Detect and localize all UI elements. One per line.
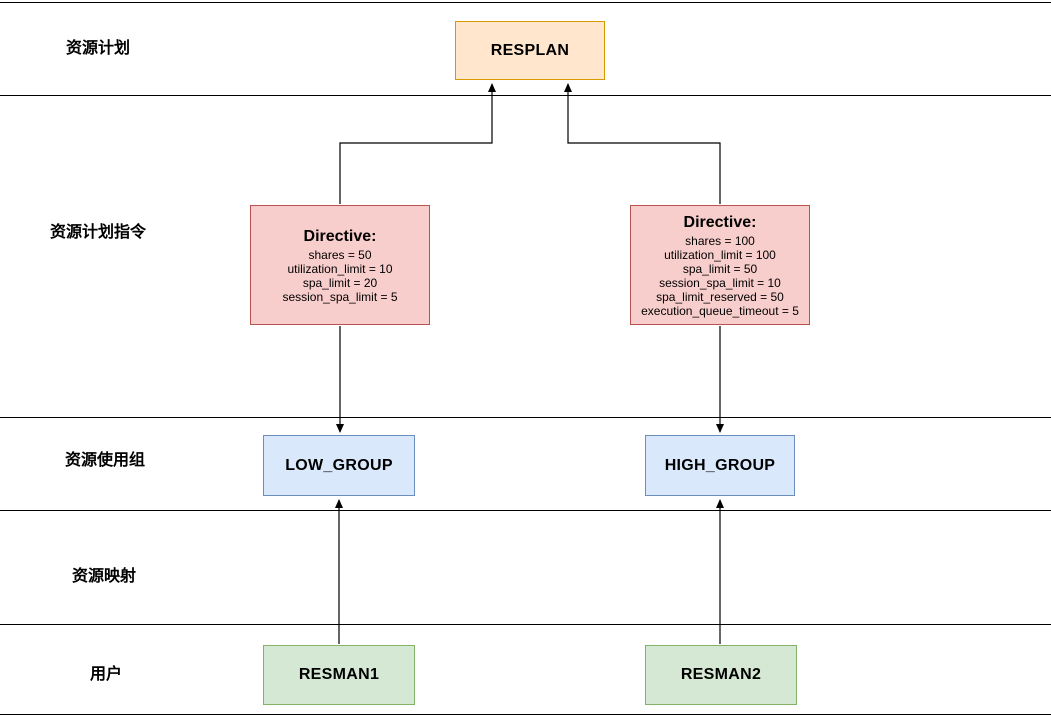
directive-low-param: utilization_limit = 10 [287, 261, 393, 276]
lane-divider-2 [0, 417, 1051, 418]
lane-label-consumer-groups: 资源使用组 [65, 452, 146, 469]
lane-divider-3 [0, 510, 1051, 511]
directive-high-param: spa_limit_reserved = 50 [656, 289, 784, 304]
directive-low-param: shares = 50 [308, 247, 372, 262]
node-high-group: HIGH_GROUP [645, 435, 795, 496]
directive-high-param: spa_limit = 50 [682, 261, 758, 276]
directive-high-param: shares = 100 [685, 233, 755, 248]
lane-label-resource-plan: 资源计划 [66, 40, 131, 57]
connector-directive-low-to-resplan [339, 83, 496, 204]
lane-divider-1 [0, 95, 1051, 96]
node-resman1: RESMAN1 [263, 645, 415, 705]
node-resplan-label: RESPLAN [490, 41, 570, 59]
lane-divider-bottom [0, 714, 1051, 715]
lane-label-users: 用户 [90, 666, 123, 683]
directive-high-param: session_spa_limit = 10 [659, 275, 781, 290]
lane-label-plan-directives: 资源计划指令 [50, 224, 147, 241]
directive-high-param: utilization_limit = 100 [664, 247, 776, 262]
lane-label-resource-mapping: 资源映射 [72, 568, 137, 585]
connector-directive-high-to-resplan [564, 83, 721, 204]
directive-low-param: spa_limit = 20 [302, 275, 378, 290]
directive-high-param: execution_queue_timeout = 5 [641, 303, 799, 318]
node-resplan: RESPLAN [455, 21, 605, 80]
node-low-group: LOW_GROUP [263, 435, 415, 496]
node-low-group-label: LOW_GROUP [285, 456, 393, 474]
node-resman1-label: RESMAN1 [298, 666, 380, 683]
lane-divider-top [0, 2, 1051, 3]
directive-low-title: Directive: [303, 227, 377, 245]
node-directive-low: Directive: shares = 50 utilization_limit… [250, 205, 430, 325]
directive-high-title: Directive: [683, 213, 757, 231]
node-resman2-label: RESMAN2 [680, 666, 762, 683]
node-resman2: RESMAN2 [645, 645, 797, 705]
node-high-group-label: HIGH_GROUP [664, 456, 776, 474]
directive-low-param: session_spa_limit = 5 [282, 289, 398, 304]
lane-divider-4 [0, 624, 1051, 625]
node-directive-high: Directive: shares = 100 utilization_limi… [630, 205, 810, 325]
